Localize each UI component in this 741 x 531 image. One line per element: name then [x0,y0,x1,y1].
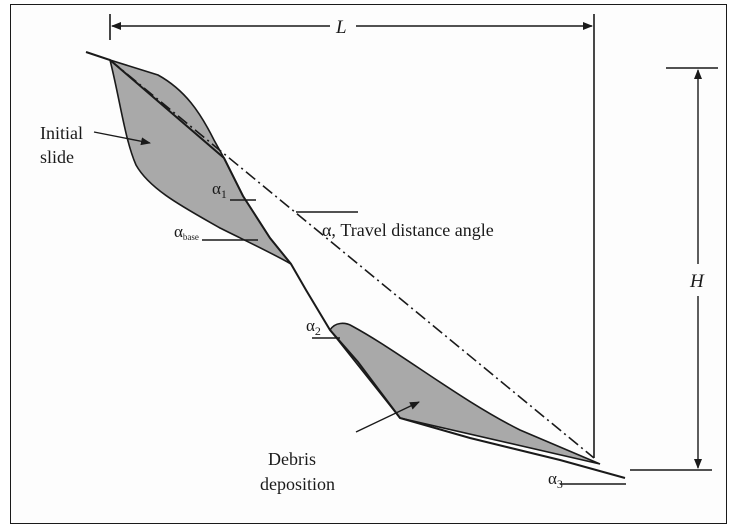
alpha1-symbol: α [212,179,221,198]
debris-label-line2: deposition [260,474,335,494]
alpha2-symbol: α [306,316,315,335]
alpha-base-subscript: base [183,232,199,242]
alpha2-label: α2 [306,316,321,338]
alpha3-symbol: α [548,469,557,488]
initial-slide-leader [93,131,151,146]
alpha1-label: α1 [212,179,227,201]
alpha-base-label: αbase [174,222,199,242]
debris-leader [355,401,420,433]
alpha-base-symbol: α [174,222,183,241]
alpha2-subscript: 2 [315,324,321,338]
length-label: L [335,17,347,38]
debris-deposition-mass [329,322,601,465]
initial-slide-label-line1: Initial [40,123,83,143]
debris-label-line1: Debris [268,449,316,469]
alpha3-subscript: 3 [557,477,563,491]
travel-angle-chord [109,59,595,459]
alpha1-subscript: 1 [221,187,227,201]
height-label: H [689,271,705,292]
initial-slide-mass [108,58,292,265]
travel-angle-label: α, Travel distance angle [322,220,494,240]
initial-slide-label-line2: slide [40,147,74,167]
alpha3-label: α3 [548,469,563,491]
slope-profile [85,51,626,479]
